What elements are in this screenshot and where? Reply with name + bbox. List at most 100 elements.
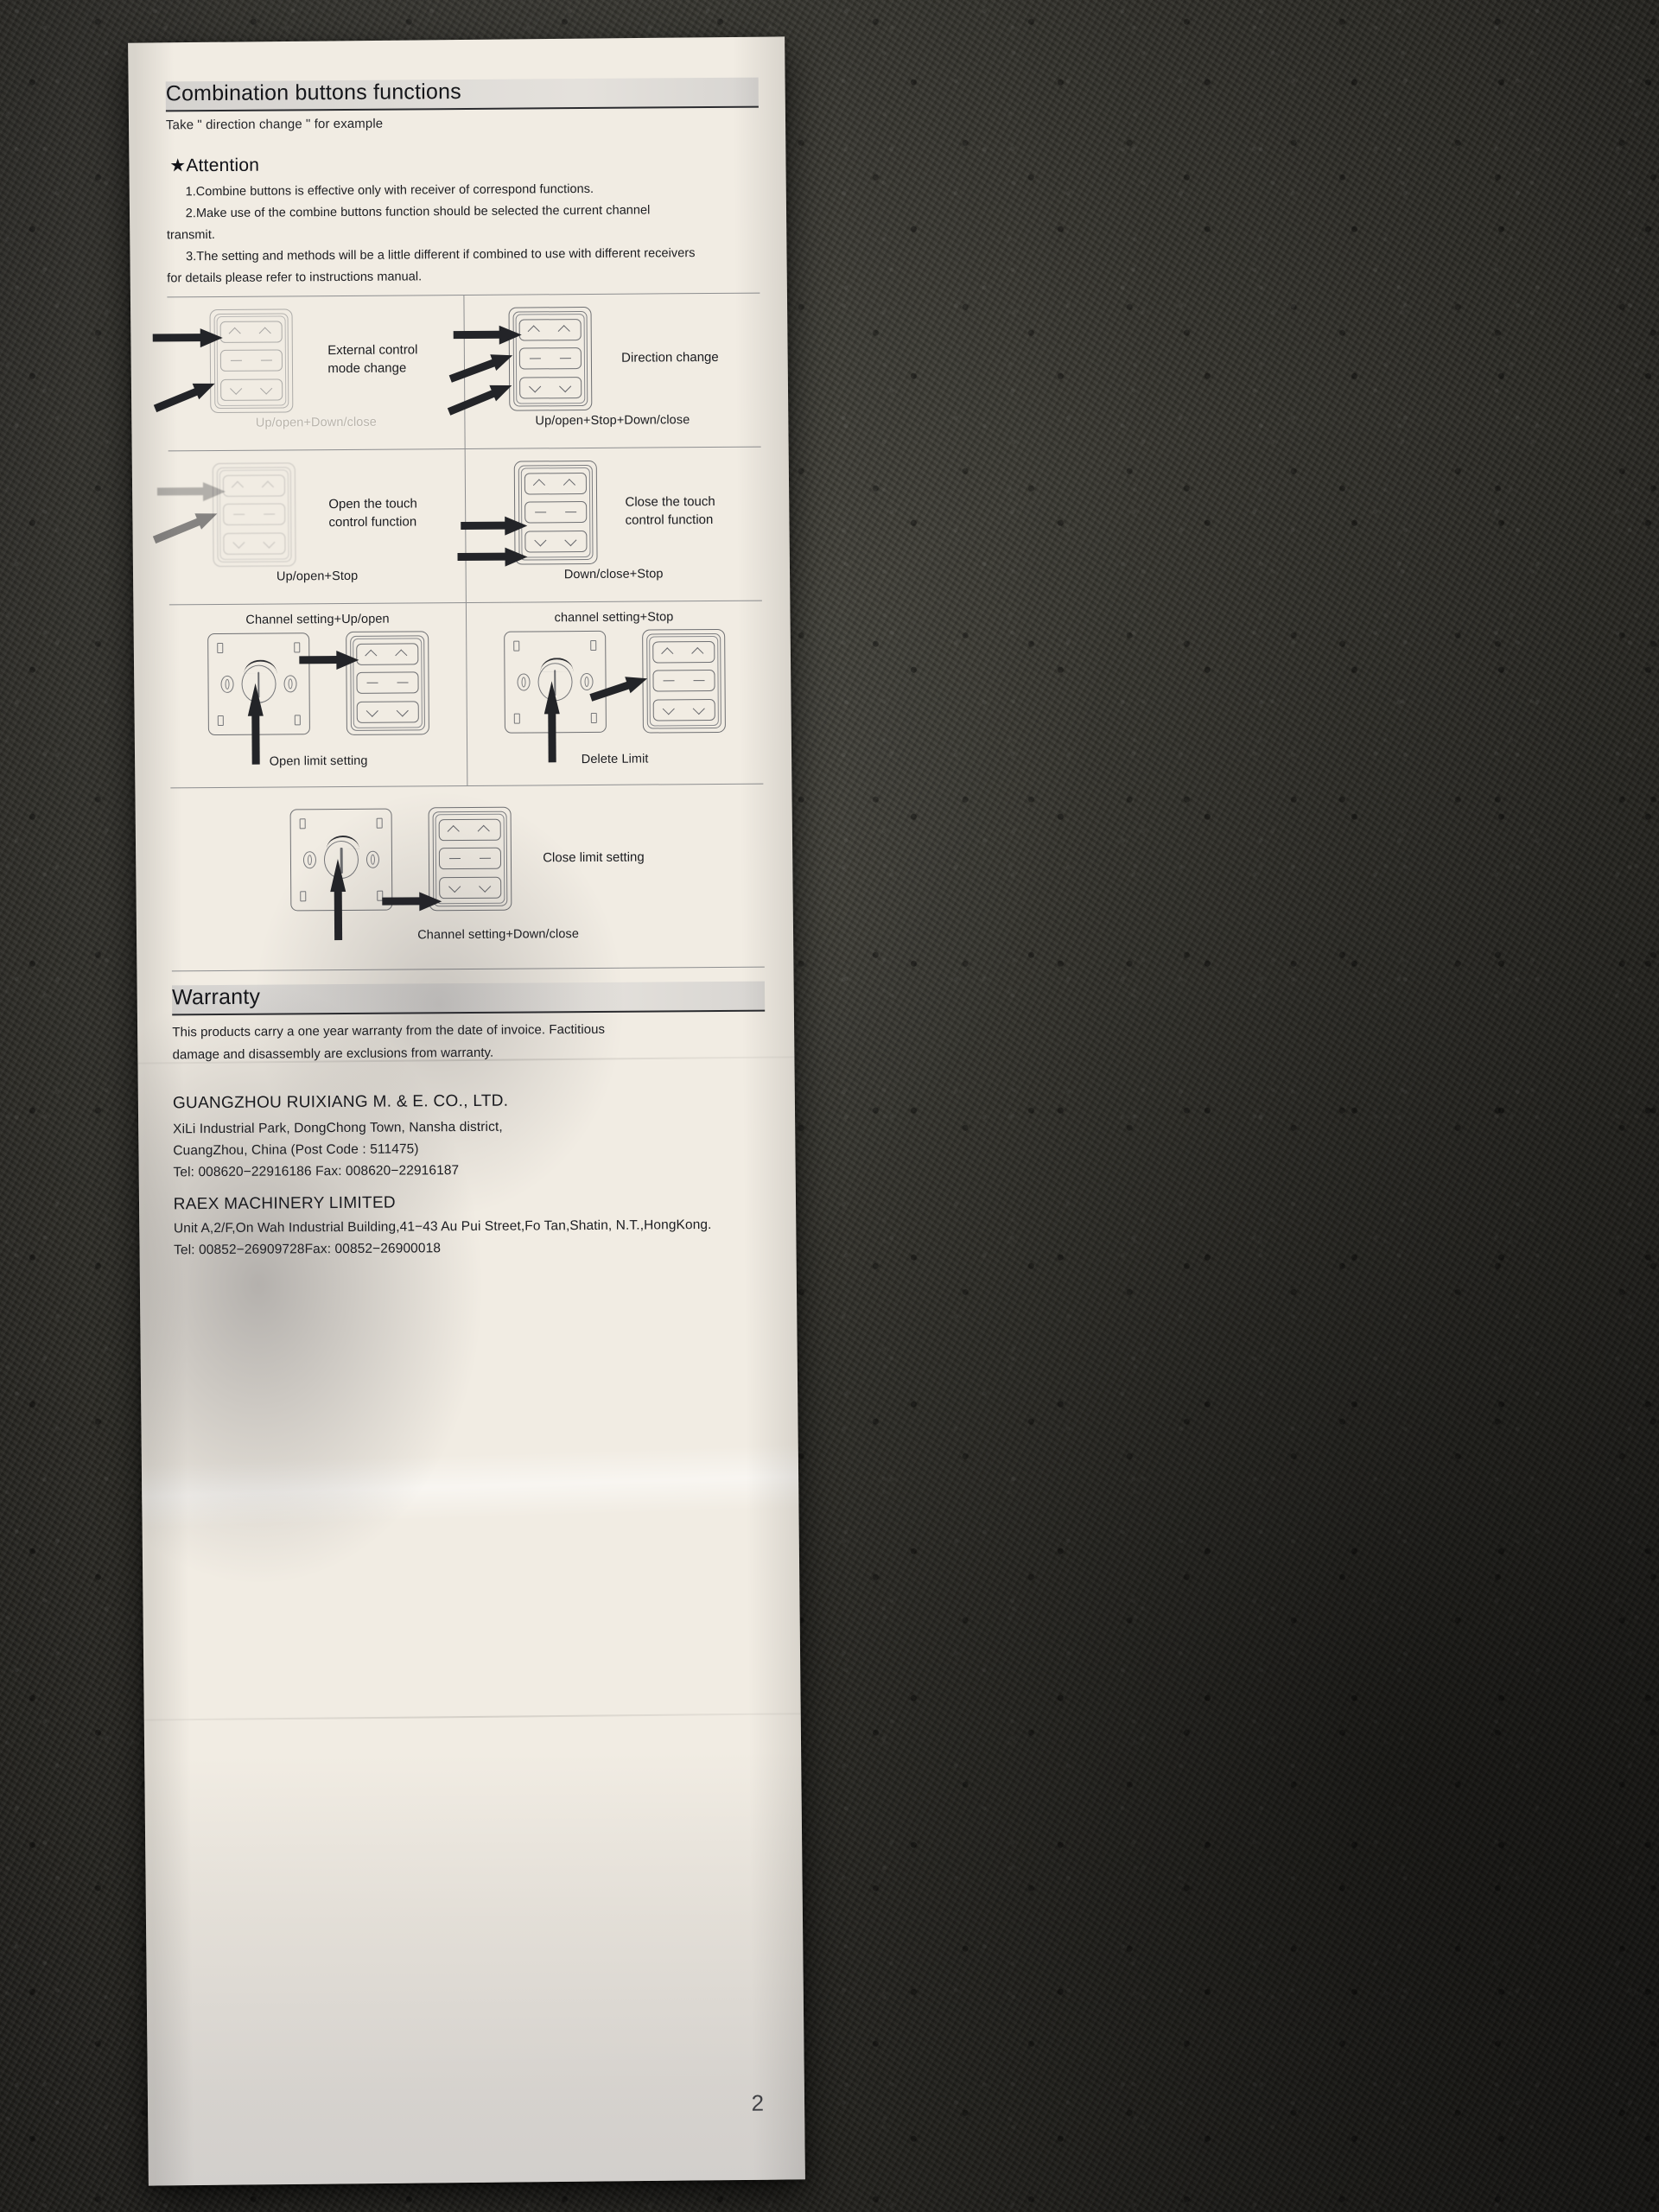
diagram-description-1: External control mode change [327, 342, 418, 376]
caption-down-close-stop: Down/close+Stop [563, 567, 664, 582]
diagram-cell-external-control-mode-change: External control mode change Up/open+Dow… [153, 296, 464, 450]
diagram-cell-direction-change: Direction change Up/open+Stop+Down/close [447, 293, 760, 448]
company-address-block: GUANGZHOU RUIXIANG M. & E. CO., LTD. XiL… [173, 1090, 766, 1261]
wall-switch-graphic [209, 308, 294, 413]
terminal-ring-icon [516, 673, 531, 691]
caption-channel-setting-up-open: Channel setting+Up/open [245, 612, 390, 627]
screw-slot-icon [589, 639, 596, 651]
attention-note-2: 2.Make use of the combine buttons functi… [185, 203, 651, 221]
screw-slot-icon [513, 713, 520, 724]
terminal-ring-icon [366, 850, 380, 868]
diagram-description-2: Direction change [621, 349, 719, 365]
stop-button-icon [652, 670, 715, 692]
diagram-cell-close-touch-control: Close the touch control function Down/cl… [457, 447, 762, 601]
screw-slot-icon [300, 890, 307, 902]
screw-slot-icon [299, 817, 306, 830]
company-2-address-line-1: Unit A,2/F,On Wah Industrial Building,41… [173, 1217, 712, 1236]
screw-slot-icon [376, 817, 383, 829]
company-2-name: RAEX MACHINERY LIMITED [173, 1193, 396, 1213]
company-2-contact: Tel: 00852−26909728Fax: 00852−26900018 [174, 1240, 442, 1257]
down-button-icon [524, 530, 588, 553]
down-button-icon [519, 376, 582, 399]
company-1-name: GUANGZHOU RUIXIANG M. & E. CO., LTD. [172, 1091, 509, 1113]
company-1-contact: Tel: 008620−22916186 Fax: 008620−2291618… [173, 1163, 460, 1180]
screw-slot-icon [216, 642, 223, 653]
caption-up-open-stop: Up/open+Stop [276, 569, 359, 584]
section-title-combination-buttons: Combination buttons functions [165, 77, 759, 112]
diagram-cell-delete-limit: channel setting+Stop [466, 601, 763, 785]
diagram-description-3: Open the touch control function [328, 496, 417, 530]
up-button-icon [223, 474, 286, 497]
instruction-manual-page: Combination buttons functions Take " dir… [128, 36, 805, 2186]
attention-note-1: 1.Combine buttons is effective only with… [185, 181, 594, 200]
diagram-row-3: Channel setting+Up/open [168, 601, 764, 789]
stop-button-icon [223, 503, 286, 526]
stop-button-icon [519, 347, 582, 370]
stop-button-icon [220, 349, 283, 372]
screw-slot-icon [512, 640, 519, 652]
warranty-section: Warranty This products carry a one year … [171, 981, 766, 1066]
diagram-cell-open-touch-control: Open the touch control function Up/open+… [152, 449, 466, 604]
terminal-ring-icon [283, 675, 297, 693]
stop-button-icon [355, 671, 419, 695]
down-button-icon [223, 532, 286, 555]
caption-channel-setting-down-close: Channel setting+Down/close [417, 926, 580, 943]
arrow-to-down-button [382, 891, 442, 912]
up-button-icon [524, 472, 588, 495]
caption-up-open-stop-down-close: Up/open+Stop+Down/close [535, 412, 690, 429]
diagram-description-7: Close limit setting [543, 849, 645, 865]
caption-channel-setting-stop: channel setting+Stop [554, 610, 674, 625]
arrow-up-to-plate [247, 683, 264, 765]
diagram-description-4: Close the touch control function [625, 494, 715, 528]
diagram-cell-close-limit-setting: Close limit setting Channel setting+Down… [170, 784, 764, 970]
warranty-body: This products carry a one year warranty … [172, 1017, 765, 1066]
arrow-up-to-plate [330, 858, 346, 940]
wall-switch-graphic [641, 628, 726, 734]
diagram-row-1: External control mode change Up/open+Dow… [153, 293, 761, 452]
arrow-up-to-plate [543, 680, 560, 763]
down-button-icon [356, 701, 419, 723]
up-button-icon [355, 643, 418, 665]
screw-slot-icon [294, 715, 301, 726]
caption-up-open-down-close: Up/open+Down/close [255, 415, 378, 430]
arrow-to-up-button [157, 481, 226, 502]
arrow-to-down-button [457, 547, 528, 567]
attention-note-3: 3.The setting and methods will be a litt… [186, 245, 696, 264]
warranty-line-1: This products carry a one year warranty … [172, 1021, 606, 1040]
diagram-row-2: Open the touch control function Up/open+… [152, 447, 762, 606]
warranty-line-2: damage and disassembly are exclusions fr… [172, 1045, 494, 1063]
arrow-to-stop-button [151, 505, 221, 548]
down-button-icon [220, 378, 283, 401]
caption-delete-limit: Delete Limit [581, 752, 649, 766]
attention-heading: ★Attention [169, 155, 260, 176]
diagram-cell-open-limit-setting: Channel setting+Up/open [169, 603, 467, 787]
arrow-to-down-button [152, 375, 219, 416]
arrow-to-up-button [298, 650, 359, 670]
up-button-icon [220, 321, 283, 343]
wall-switch-graphic [345, 630, 429, 735]
page-number: 2 [751, 2089, 765, 2116]
down-button-icon [652, 698, 715, 721]
terminal-ring-icon [219, 675, 234, 693]
down-button-icon [439, 876, 502, 899]
wall-switch-graphic [212, 462, 296, 567]
diagram-row-4: Close limit setting Channel setting+Down… [170, 784, 765, 972]
stop-button-icon [524, 501, 588, 524]
attention-notes: 1.Combine buttons is effective only with… [166, 178, 760, 289]
attention-note-3-cont: for details please refer to instructions… [167, 270, 423, 286]
terminal-ring-icon [303, 850, 317, 868]
caption-open-limit-setting: Open limit setting [269, 753, 368, 769]
arrow-to-up-button [153, 327, 224, 348]
arrow-to-stop-button [461, 516, 528, 536]
screw-slot-icon [217, 715, 224, 726]
up-button-icon [438, 818, 502, 841]
section-title-warranty: Warranty [171, 981, 766, 1016]
screw-slot-icon [590, 712, 597, 723]
stop-button-icon [439, 847, 502, 870]
attention-note-2-cont: transmit. [166, 227, 216, 243]
wall-switch-graphic [508, 306, 593, 411]
arrow-to-up-button [453, 325, 523, 345]
up-button-icon [652, 640, 715, 664]
section-subtitle: Take " direction change " for example [165, 116, 384, 133]
up-button-icon [518, 318, 582, 341]
